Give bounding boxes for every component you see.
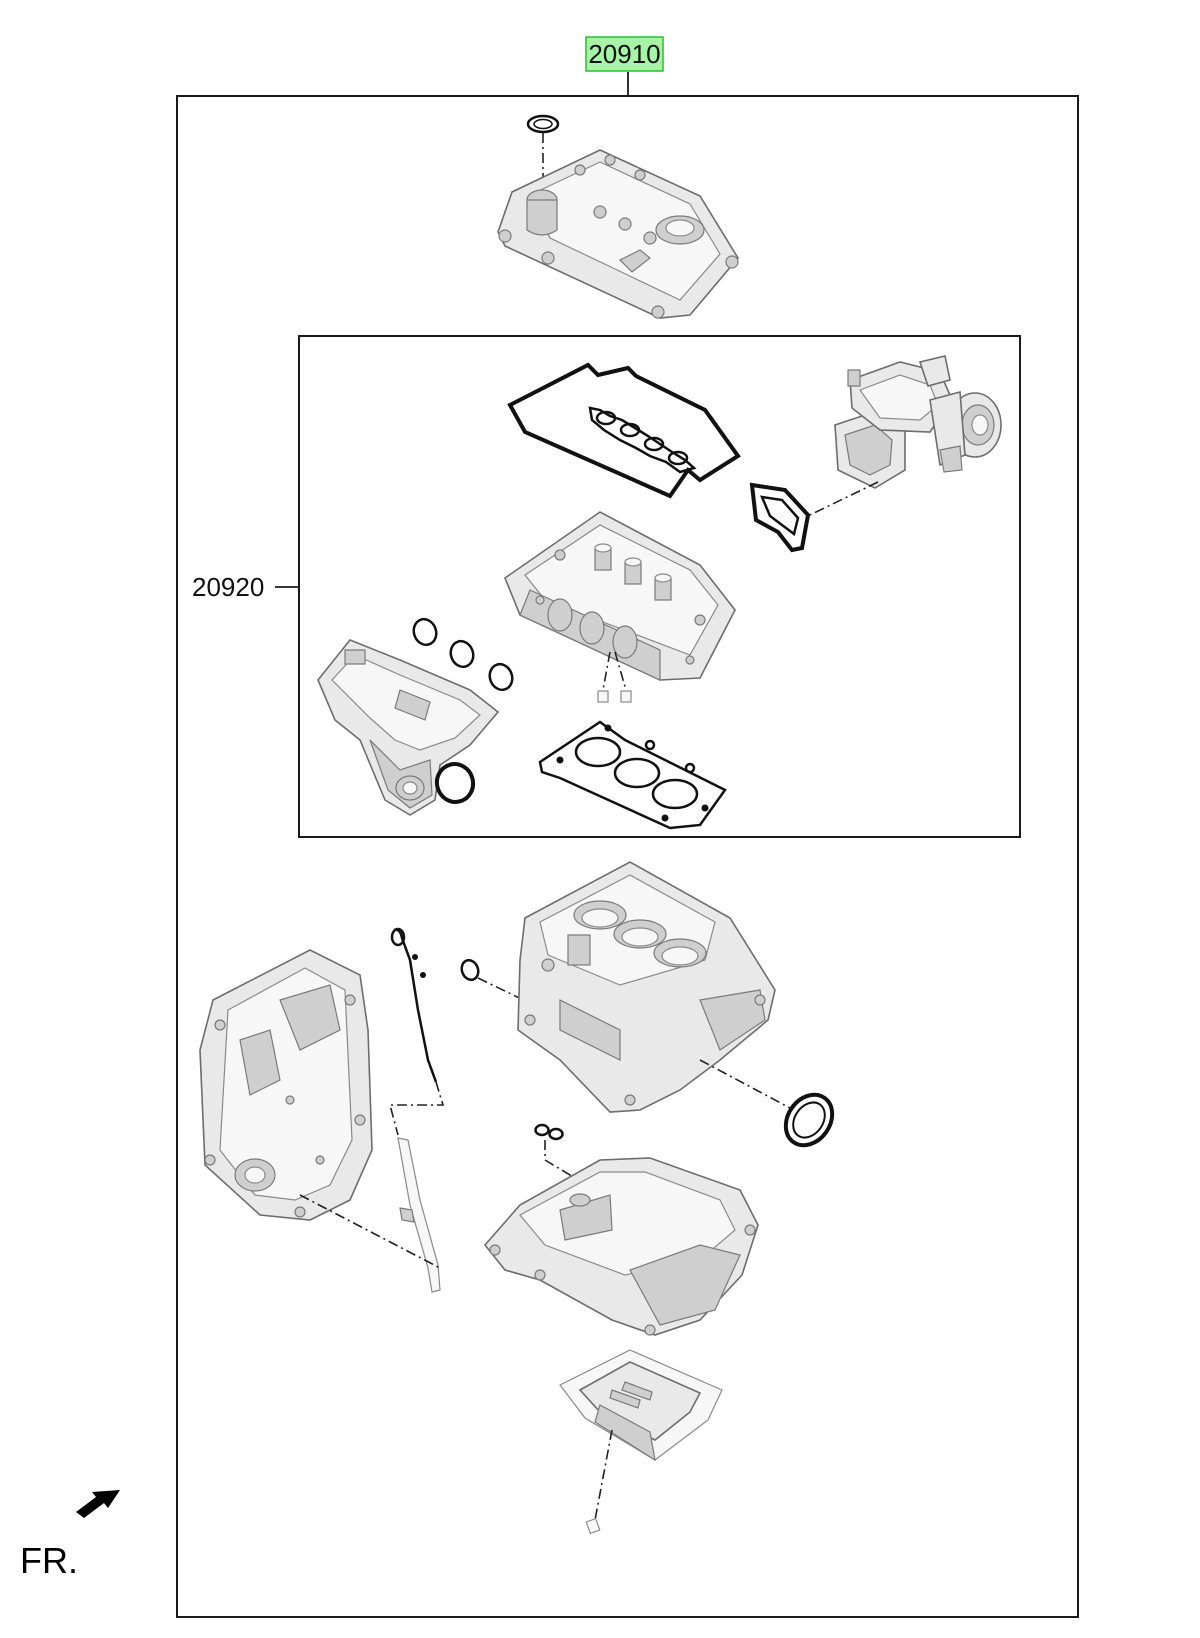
drain-plug[interactable] [585,1517,601,1535]
cover-to-tube-dash-line [299,1194,441,1269]
sub-kit-callout-label: 20920 [192,572,264,602]
dowel-dash-line-1 [602,651,611,691]
rear-crankshaft-seal[interactable] [776,1086,841,1154]
head-dowel-pins[interactable] [597,690,632,703]
cylinder-head[interactable] [504,511,736,681]
dowel-dash-line-2 [614,651,627,691]
oring-dash-line [477,977,541,1009]
intake-manifold[interactable] [317,639,500,816]
intake-port-seals[interactable] [410,616,516,693]
upper-oil-pan[interactable] [483,1157,759,1336]
assembly-frame [176,95,1079,1618]
throttle-seal[interactable] [433,760,478,806]
dipstick-dash-line [388,1081,445,1136]
timing-chain-cover[interactable] [199,949,373,1221]
assembly-callout-highlight [585,36,664,72]
turbo-gasket-dash-line [809,481,879,516]
cylinder-block[interactable] [517,861,776,1113]
oil-filler-cap-ring[interactable] [526,114,560,134]
oil-dipstick[interactable] [390,927,438,1083]
front-arrow-icon [76,1490,120,1518]
cylinder-head-gasket[interactable] [538,720,727,830]
dipstick-guide-tube[interactable] [397,1137,441,1293]
turbocharger[interactable] [834,355,1002,489]
rear-seal-dash-line [699,1059,791,1109]
cylinder-head-cover[interactable] [497,149,739,319]
assembly-callout-label: 20910 [588,39,660,69]
oil-pan-orings[interactable] [534,1123,564,1141]
block-oring[interactable] [459,958,481,982]
sub-kit-callout[interactable]: 20920 [192,572,264,602]
rocker-cover-gasket[interactable] [507,362,741,499]
front-orientation-indicator: FR. [20,1490,120,1581]
turbo-flange-gasket[interactable] [749,482,811,553]
drain-plug-dash-line [594,1429,613,1521]
front-orientation-label: FR. [20,1540,78,1581]
assembly-callout[interactable]: 20910 [585,36,664,72]
lower-oil-pan[interactable] [559,1349,723,1462]
